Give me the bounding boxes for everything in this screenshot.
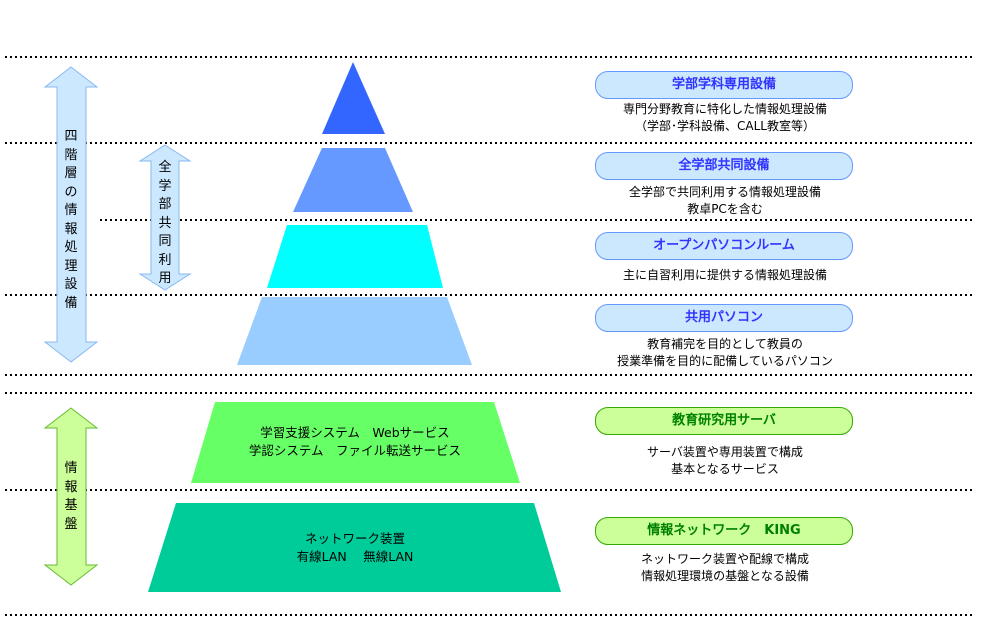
arrow-infrastructure	[43, 407, 99, 586]
level-title-shared: 全学部共同設備	[595, 152, 853, 180]
level-title-server: 教育研究用サーバ	[595, 407, 853, 435]
pyramid-tier-network	[148, 503, 561, 592]
level-title-dept: 学部学科専用設備	[595, 71, 853, 99]
server-layer-line: 学認システム ファイル転送サービス	[248, 443, 462, 458]
desc-line: 情報処理環境の基盤となる設備	[641, 569, 809, 583]
desc-line: 基本となるサービス	[671, 462, 779, 476]
level-title-shared-pc: 共用パソコン	[595, 304, 853, 332]
pyramid-tier-dept	[322, 62, 385, 134]
separator-lines	[5, 56, 975, 616]
infrastructure-label: 情報基盤	[64, 461, 78, 532]
desc-line: （学部･学科設備、CALL教室等）	[635, 119, 815, 133]
network-layer-line: 有線LAN 無線LAN	[296, 549, 414, 564]
pyramid-tier-server	[191, 402, 520, 483]
desc-line: 全学部で共同利用する情報処理設備	[628, 185, 821, 199]
server-layer-line: 学習支援システム Webサービス	[260, 425, 450, 440]
arrow-shared-use	[138, 144, 192, 291]
desc-line: サーバ装置や専用装置で構成	[647, 445, 803, 459]
pyramid-tier-shared-pc	[237, 297, 472, 365]
desc-line: 授業準備を目的に配備しているパソコン	[617, 354, 833, 368]
desc-line: 専門分野教育に特化した情報処理設備	[622, 102, 827, 116]
arrow-four-levels	[43, 66, 99, 363]
network-layer-line: ネットワーク装置	[304, 531, 405, 546]
level-desc-open-room: 主に自習利用に提供する情報処理設備	[585, 267, 865, 284]
level-desc-shared-pc: 教育補完を目的として教員の 授業準備を目的に配備しているパソコン	[585, 336, 865, 370]
level-desc-shared: 全学部で共同利用する情報処理設備 教卓PCを含む	[585, 184, 865, 218]
level-desc-dept: 専門分野教育に特化した情報処理設備 （学部･学科設備、CALL教室等）	[585, 101, 865, 135]
desc-line: ネットワーク装置や配線で構成	[640, 552, 809, 566]
level-desc-server: サーバ装置や専用装置で構成 基本となるサービス	[585, 444, 865, 478]
desc-line: 教卓PCを含む	[687, 202, 763, 216]
network-layer-text: ネットワーク装置 有線LAN 無線LAN	[205, 530, 505, 566]
desc-line: 主に自習利用に提供する情報処理設備	[622, 268, 827, 282]
pyramid-tier-open-room	[267, 225, 443, 288]
level-desc-network: ネットワーク装置や配線で構成 情報処理環境の基盤となる設備	[585, 551, 865, 585]
pyramid-tier-shared	[293, 148, 413, 212]
server-layer-text: 学習支援システム Webサービス 学認システム ファイル転送サービス	[215, 424, 495, 460]
desc-line: 教育補完を目的として教員の	[647, 337, 803, 351]
level-title-network: 情報ネットワーク KING	[595, 517, 853, 545]
four-levels-label: 四階層の情報処理設備	[64, 129, 78, 311]
level-title-open-room: オープンパソコンルーム	[595, 232, 853, 260]
shared-use-label: 全学部共同利用	[158, 160, 172, 286]
